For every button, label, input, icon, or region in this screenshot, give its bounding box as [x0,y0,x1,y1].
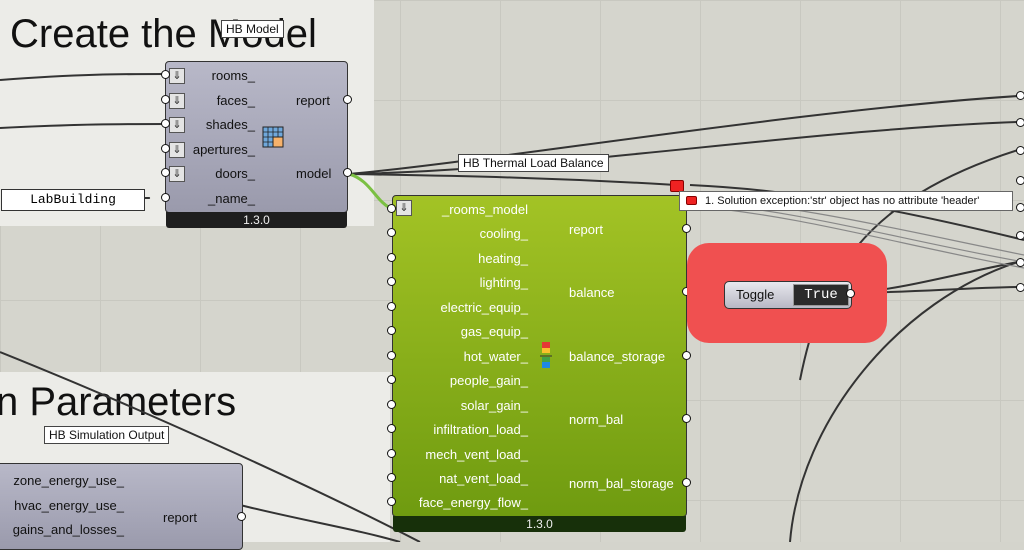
thermal-port[interactable] [387,351,396,360]
hb-model-input[interactable]: shades_ [205,117,255,132]
thermal-input[interactable]: infiltration_load_ [433,422,528,437]
error-balloon-icon[interactable] [670,180,684,192]
thermal-port[interactable] [387,253,396,262]
thermal-input[interactable]: gas_equip_ [460,324,528,339]
offscreen-port[interactable] [1016,176,1024,185]
thermal-port[interactable] [682,414,691,423]
offscreen-port[interactable] [1016,203,1024,212]
sim-output-input[interactable]: hvac_energy_use_ [14,498,124,513]
offscreen-port[interactable] [1016,146,1024,155]
thermal-input[interactable]: heating_ [478,251,528,266]
thermal-port[interactable] [387,326,396,335]
hb-model-version: 1.3.0 [166,212,347,228]
toggle-value[interactable]: True [793,284,849,306]
sim-output-component[interactable]: zone_energy_use_ hvac_energy_use_ gains_… [0,463,243,550]
thermal-port[interactable] [682,351,691,360]
thermal-port[interactable] [387,277,396,286]
faces-arrow-icon[interactable]: ⇓ [169,93,185,109]
sim-output-input[interactable]: zone_energy_use_ [13,473,124,488]
hb-model-port[interactable] [161,193,170,202]
thermal-port[interactable] [682,224,691,233]
thermal-input[interactable]: people_gain_ [449,373,528,388]
rooms-model-arrow-icon[interactable]: ⇓ [396,200,412,216]
sim-output-tag: HB Simulation Output [44,426,170,444]
thermal-balance-bars-icon [540,342,552,368]
hb-model-port[interactable] [161,144,170,153]
offscreen-port[interactable] [1016,91,1024,100]
error-text: 1. Solution exception:'str' object has n… [705,195,980,207]
error-icon [686,196,697,205]
hb-model-input[interactable]: apertures_ [192,142,255,157]
offscreen-port[interactable] [1016,118,1024,127]
name-panel[interactable]: LabBuilding [1,189,145,211]
thermal-port[interactable] [387,302,396,311]
thermal-input[interactable]: face_energy_flow_ [418,495,528,510]
doors-arrow-icon[interactable]: ⇓ [169,166,185,182]
thermal-port[interactable] [387,424,396,433]
thermal-output[interactable]: report [569,222,603,237]
thermal-port[interactable] [387,400,396,409]
offscreen-port[interactable] [1016,258,1024,267]
thermal-port[interactable] [387,375,396,384]
thermal-input[interactable]: solar_gain_ [460,398,528,413]
hb-model-tag: HB Model [221,20,284,38]
hb-model-input[interactable]: rooms_ [211,68,255,83]
sim-output-input[interactable]: gains_and_losses_ [12,522,124,537]
hb-model-port[interactable] [161,95,170,104]
thermal-output[interactable]: norm_bal_storage [569,476,674,491]
hb-model-grid-icon [262,126,284,148]
hb-model-port[interactable] [343,95,352,104]
thermal-port[interactable] [682,478,691,487]
hb-model-component[interactable]: ⇓ ⇓ ⇓ ⇓ ⇓ rooms_ faces_ shades_ aperture… [165,61,348,228]
thermal-output[interactable]: balance [569,285,615,300]
thermal-balance-tag: HB Thermal Load Balance [458,154,609,172]
hb-model-port[interactable] [343,168,352,177]
hb-model-input[interactable]: doors_ [215,166,255,181]
thermal-input[interactable]: lighting_ [479,275,528,290]
thermal-port[interactable] [387,473,396,482]
thermal-input[interactable]: _rooms_model [442,202,528,217]
rooms-arrow-icon[interactable]: ⇓ [169,68,185,84]
thermal-balance-component[interactable]: ⇓ _rooms_model cooling_ heating_ lightin… [392,195,687,532]
toggle-label: Toggle [736,287,775,302]
thermal-input[interactable]: hot_water_ [463,349,528,364]
sim-output-port[interactable] [237,512,246,521]
thermal-port[interactable] [387,204,396,213]
offscreen-port[interactable] [1016,283,1024,292]
thermal-port[interactable] [387,228,396,237]
hb-model-input[interactable]: faces_ [216,93,255,108]
thermal-output[interactable]: balance_storage [569,349,666,364]
toggle-port[interactable] [846,289,855,298]
sim-output-output[interactable]: report [163,510,197,525]
thermal-input[interactable]: electric_equip_ [440,300,528,315]
thermal-output[interactable]: norm_bal [569,412,624,427]
thermal-input[interactable]: nat_vent_load_ [439,471,528,486]
thermal-input[interactable]: cooling_ [479,226,528,241]
hb-model-output[interactable]: model [296,166,332,181]
hb-model-input[interactable]: _name_ [208,191,255,206]
thermal-input[interactable]: mech_vent_load_ [425,447,528,462]
error-message: 1. Solution exception:'str' object has n… [679,191,1013,211]
hb-model-output[interactable]: report [296,93,330,108]
boolean-toggle[interactable]: Toggle True [724,281,852,309]
hb-model-port[interactable] [161,70,170,79]
shades-arrow-icon[interactable]: ⇓ [169,117,185,133]
apertures-arrow-icon[interactable]: ⇓ [169,142,185,158]
thermal-balance-version: 1.3.0 [393,516,686,532]
hb-model-port[interactable] [161,119,170,128]
thermal-port[interactable] [387,497,396,506]
hb-model-port[interactable] [161,168,170,177]
offscreen-port[interactable] [1016,231,1024,240]
thermal-port[interactable] [387,449,396,458]
